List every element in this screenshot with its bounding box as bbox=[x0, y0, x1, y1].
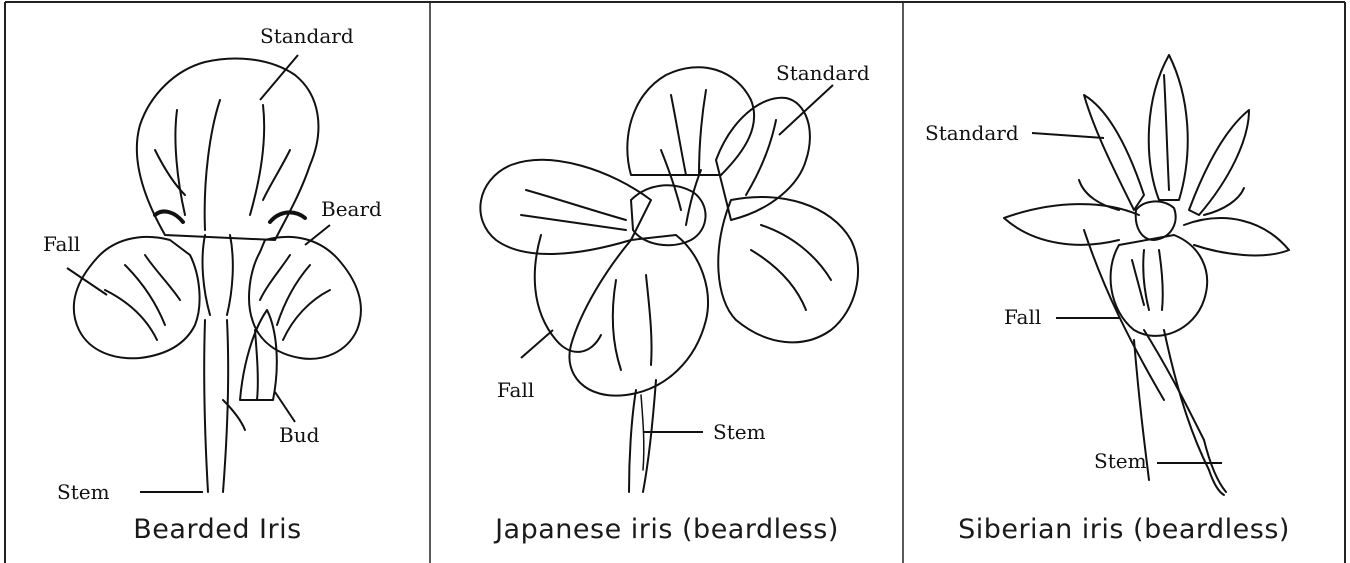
label-standard: Standard bbox=[925, 121, 1019, 145]
panel-title-bearded: Bearded Iris bbox=[5, 505, 430, 555]
label-stem: Stem bbox=[57, 480, 110, 504]
bearded-iris-illustration: Standard Beard Fall Bud Stem bbox=[5, 0, 430, 505]
label-fall: Fall bbox=[43, 232, 80, 256]
japanese-iris-illustration: Standard Fall Stem bbox=[431, 0, 903, 505]
panel-title-japanese: Japanese iris (beardless) bbox=[431, 505, 903, 555]
label-standard: Standard bbox=[776, 61, 870, 85]
label-stem: Stem bbox=[1094, 449, 1147, 473]
label-beard: Beard bbox=[321, 197, 382, 221]
label-fall: Fall bbox=[497, 378, 534, 402]
label-standard: Standard bbox=[260, 24, 354, 48]
label-bud: Bud bbox=[279, 423, 320, 447]
label-stem: Stem bbox=[713, 420, 766, 444]
siberian-iris-illustration: Standard Fall Stem bbox=[904, 0, 1344, 505]
label-fall: Fall bbox=[1004, 305, 1041, 329]
panel-title-siberian: Siberian iris (beardless) bbox=[904, 505, 1344, 555]
